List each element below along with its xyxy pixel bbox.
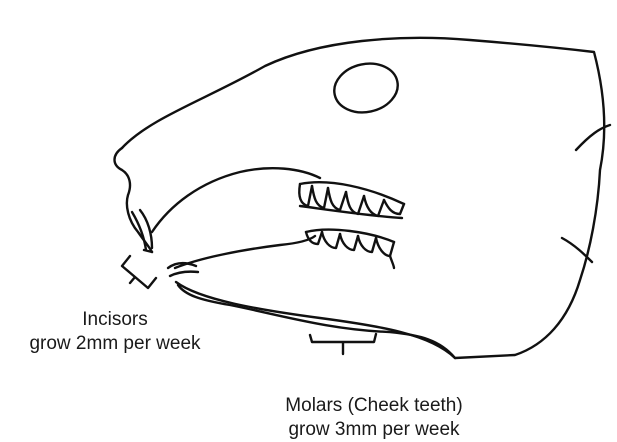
incisors-label: Incisors grow 2mm per week: [4, 308, 226, 356]
eye-socket: [330, 58, 403, 118]
upper-molars: [299, 182, 404, 218]
lower-molars: [306, 230, 394, 268]
lower-jaw-line: [175, 236, 315, 268]
molars-label: Molars (Cheek teeth) grow 3mm per week: [258, 394, 490, 442]
incisors-growth-rate: grow 2mm per week: [4, 332, 226, 356]
molar-bracket: [310, 334, 376, 354]
incisors-name: Incisors: [4, 308, 226, 332]
mouth-line: [152, 168, 320, 232]
molars-name: Molars (Cheek teeth): [258, 394, 490, 418]
incisor-bracket: [122, 256, 156, 288]
snout-underside: [115, 148, 153, 252]
molars-growth-rate: grow 3mm per week: [258, 418, 490, 442]
